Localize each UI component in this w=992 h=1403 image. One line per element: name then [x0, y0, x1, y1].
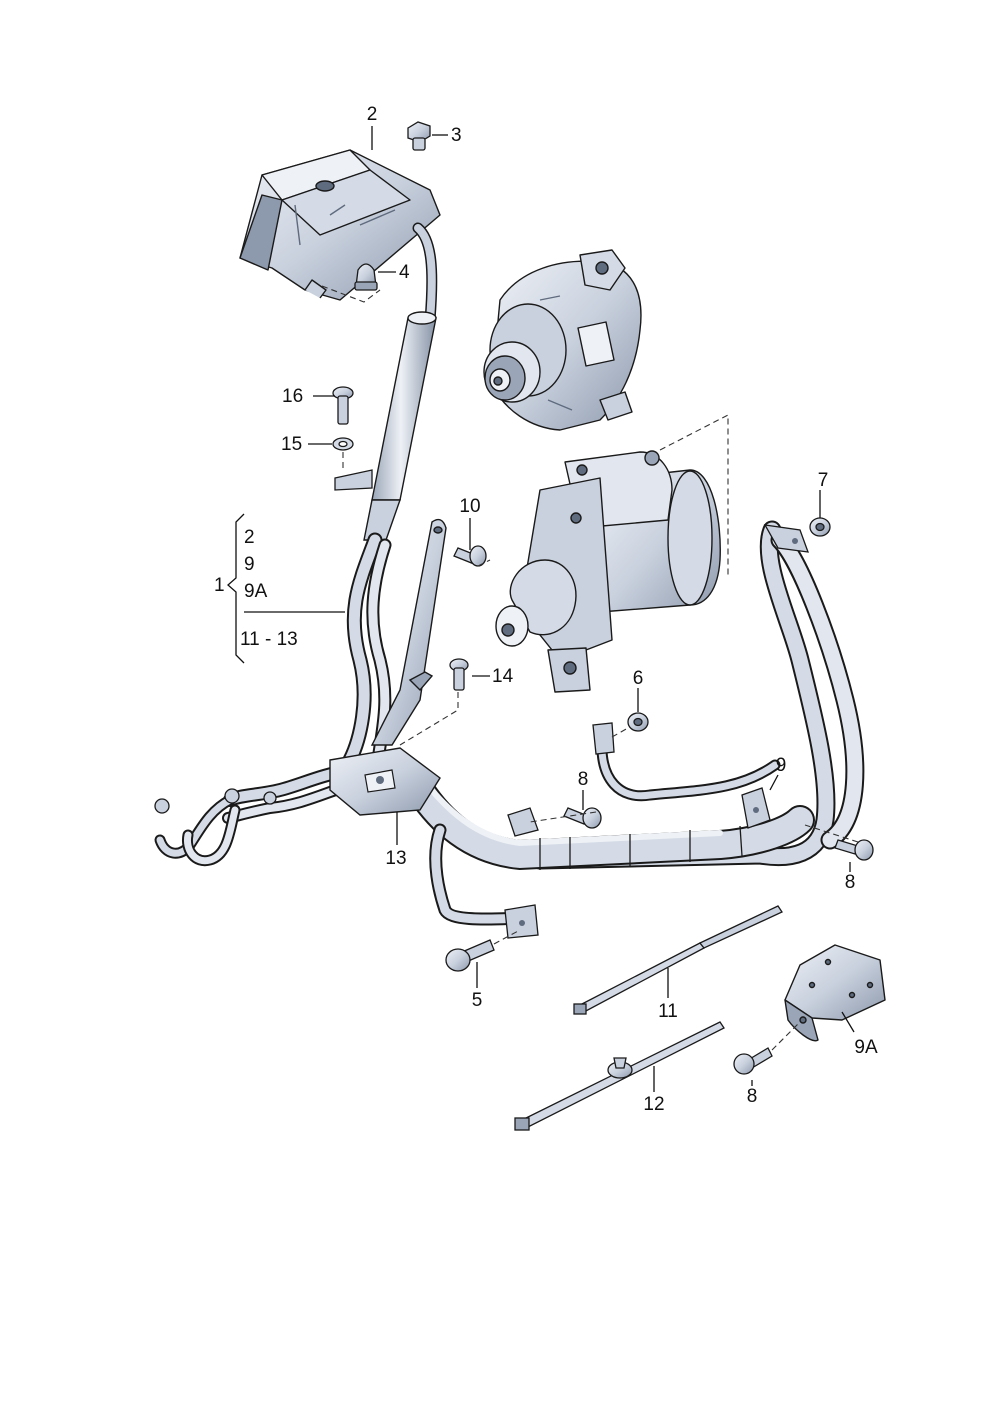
label-12: 12: [643, 1094, 664, 1115]
label-7: 7: [818, 470, 829, 491]
screw-icon: [563, 807, 602, 829]
label-8-center: 8: [578, 769, 589, 790]
nut-icon: [627, 712, 649, 732]
label-2: 2: [367, 104, 378, 125]
label-6: 6: [633, 668, 644, 689]
nut-icon: [809, 517, 831, 537]
starter-motor: [495, 450, 721, 693]
label-13: 13: [385, 848, 406, 869]
label-group-9: 9: [244, 554, 255, 575]
cable-tie-with-clip: [514, 1021, 725, 1131]
bolt-icon: [445, 939, 495, 972]
bolt-icon: [407, 121, 431, 151]
label-4: 4: [399, 262, 410, 283]
cable-lug: [763, 524, 809, 553]
washer-icon: [332, 437, 354, 451]
label-9a: 9A: [854, 1037, 878, 1058]
label-group-9a: 9A: [244, 581, 268, 602]
wiring-harness: [154, 747, 815, 939]
alignment-line: [659, 414, 729, 578]
label-5: 5: [472, 990, 483, 1011]
screw-icon: [449, 658, 469, 691]
fuse-box: [239, 149, 441, 301]
label-10: 10: [459, 496, 480, 517]
bracket: [784, 944, 886, 1042]
label-group-2: 2: [244, 527, 255, 548]
cable-tie: [573, 905, 783, 1015]
mounting-bracket: [370, 518, 447, 746]
label-3: 3: [451, 125, 462, 146]
label-15: 15: [281, 434, 302, 455]
harness-sleeve: [363, 311, 437, 541]
label-14: 14: [492, 666, 514, 687]
label-9: 9: [776, 755, 787, 776]
leader-lines: [227, 126, 859, 1092]
label-8-bottom: 8: [747, 1086, 758, 1107]
nut-icon: [354, 263, 378, 291]
screw-icon: [453, 545, 487, 567]
label-group-range: 11 - 13: [240, 629, 298, 650]
screw-icon: [834, 839, 874, 861]
screw-icon: [332, 386, 354, 425]
label-11: 11: [658, 1001, 678, 1022]
callout-labels: 2 3 4 16 15 10 7 1 2 9 9A 11 - 13 14 6 9…: [214, 104, 878, 1115]
label-group-qty: 1: [214, 575, 225, 596]
screw-icon: [733, 1047, 773, 1075]
earth-strap: [596, 734, 781, 802]
mounting-tab: [334, 469, 373, 491]
label-8-right: 8: [845, 872, 856, 893]
label-16: 16: [282, 386, 303, 407]
alternator: [483, 249, 642, 431]
